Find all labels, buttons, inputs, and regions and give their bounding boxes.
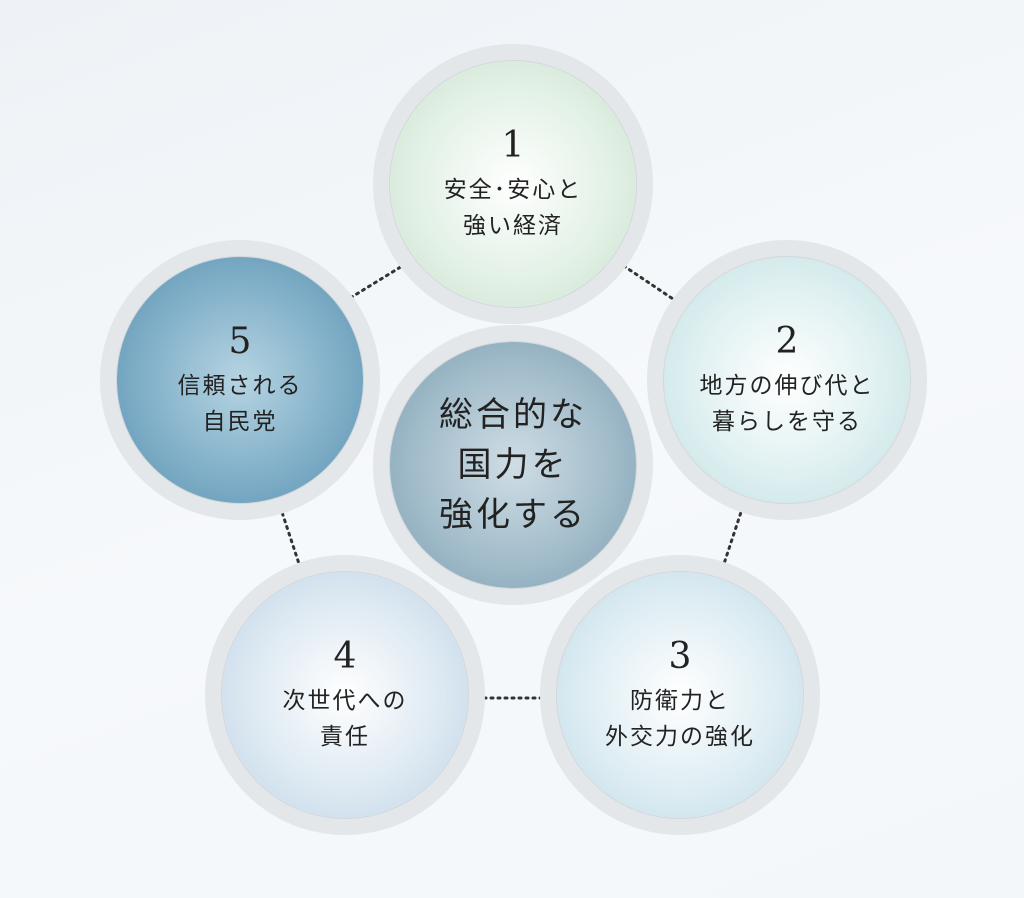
pillar-number: 2 [775,321,799,362]
pillar-3: 3 防衛力と 外交力の強化 [557,572,803,818]
center-label-line: 総合的な [439,395,587,435]
pillar-2: 2 地方の伸び代と 暮らしを守る [664,257,910,503]
pillar-1: 1 安全･安心と 強い経済 [390,61,636,307]
pillar-label-line: 防衛力と [630,688,730,714]
pillar-number: 1 [501,125,525,166]
pillar-label-line: 安全･安心と [443,177,583,203]
pillar-label-line: 暮らしを守る [712,409,862,435]
pillar-label-line: 信頼される [177,373,303,399]
pillar-4: 4 次世代への 責任 [222,572,468,818]
pillar-label-line: 責任 [320,724,370,750]
pillar-label-line: 外交力の強化 [605,724,755,750]
center-label-line: 強化する [439,495,587,535]
pillar-5: 5 信頼される 自民党 [117,257,363,503]
pillar-label-line: 次世代への [282,688,408,714]
pillar-label-line: 自民党 [202,409,278,435]
pillar-label-line: 強い経済 [463,213,563,239]
pillar-number: 3 [668,636,692,677]
pillar-number: 4 [333,636,357,677]
pillar-number: 5 [228,321,252,362]
pillar-label-line: 地方の伸び代と [699,373,875,399]
center-label-line: 国力を [457,445,569,485]
center-goal: 総合的な 国力を 強化する [390,342,636,588]
